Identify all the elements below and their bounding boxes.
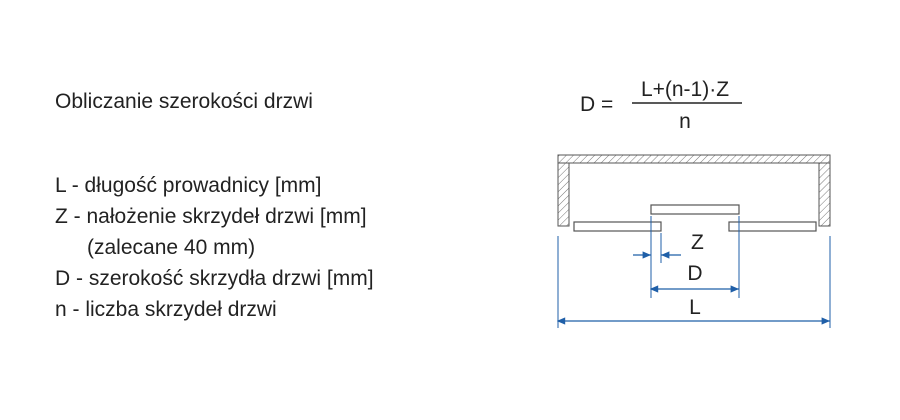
formula: D = L+(n-1)·Z n [580, 78, 742, 133]
frame-top [557, 154, 831, 164]
label-z: Z [691, 231, 704, 254]
definition-z-note: (zalecane 40 mm) [87, 236, 256, 259]
label-d: D [687, 262, 702, 285]
frame-right-wall [818, 162, 831, 227]
definitions-list: L - długość prowadnicy [mm] Z - nałożeni… [55, 170, 374, 325]
definition-n: n - liczba skrzydeł drzwi [55, 298, 277, 321]
definition-d: D - szerokość skrzydła drzwi [mm] [55, 267, 374, 290]
door-diagram: Z D L [556, 154, 831, 328]
formula-denominator: n [679, 110, 691, 133]
door-panel-left [573, 221, 662, 232]
formula-lhs: D = [580, 93, 613, 116]
definition-l: L - długość prowadnicy [mm] [55, 174, 322, 197]
door-panel-right [728, 221, 817, 232]
definition-z: Z - nałożenie skrzydeł drzwi [mm] [55, 205, 367, 228]
frame-left-wall [557, 162, 570, 227]
door-panel-middle [650, 204, 740, 215]
formula-numerator: L+(n-1)·Z [641, 78, 729, 101]
page-title: Obliczanie szerokości drzwi [55, 90, 313, 113]
label-l: L [689, 296, 701, 319]
